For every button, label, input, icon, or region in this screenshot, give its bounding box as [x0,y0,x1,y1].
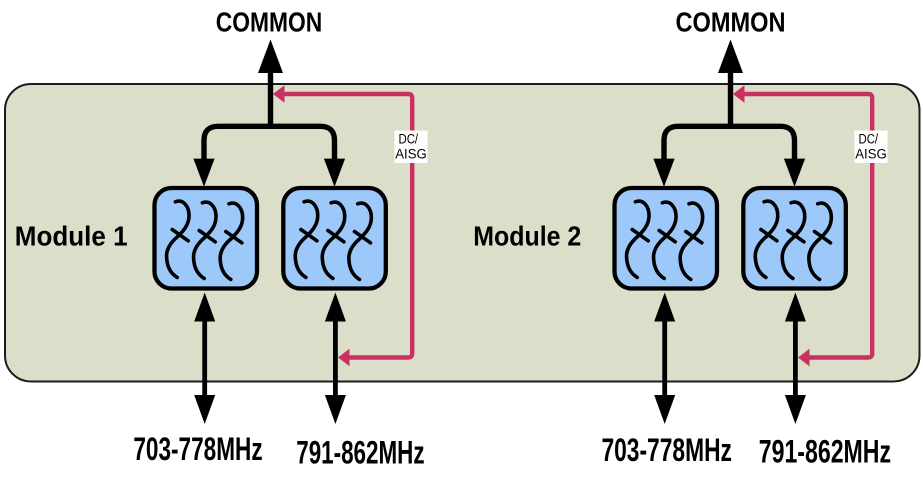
svg-text:703-778MHz: 703-778MHz [601,432,732,468]
svg-text:791-862MHz: 791-862MHz [296,435,424,471]
svg-text:703-778MHz: 703-778MHz [133,431,262,467]
svg-text:COMMON: COMMON [216,6,323,37]
svg-text:Module 2: Module 2 [473,221,581,252]
svg-text:Module 1: Module 1 [15,221,128,252]
svg-text:791-862MHz: 791-862MHz [759,434,891,470]
svg-text:COMMON: COMMON [676,6,786,37]
